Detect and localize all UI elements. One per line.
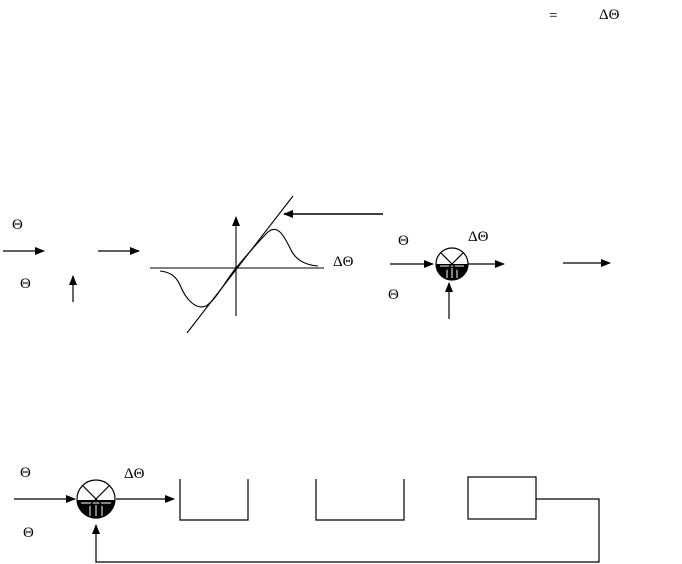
- summing-junction-c: [435, 247, 469, 281]
- panel-b-graph: [150, 195, 383, 334]
- loop-theta-top-label: Θ: [20, 465, 31, 481]
- equals-sign: =: [549, 8, 558, 24]
- panel-a-theta-bottom-label: Θ: [20, 276, 31, 292]
- loop-delta-theta-label: ΔΘ: [124, 466, 145, 482]
- nonlinear-curve: [159, 228, 319, 308]
- block-1: [179, 479, 249, 521]
- graph-axis-delta-theta-label: ΔΘ: [333, 254, 354, 270]
- panel-c-theta-bottom-label: Θ: [388, 287, 399, 303]
- loop-theta-bottom-label: Θ: [23, 525, 34, 541]
- feedback-path: [92, 498, 600, 563]
- block-2: [315, 479, 405, 521]
- panel-c-theta-top-label: Θ: [398, 233, 409, 249]
- linear-asymptote-line: [186, 195, 294, 334]
- panel-c-delta-theta-label: ΔΘ: [468, 229, 489, 245]
- summing-junction-loop: [76, 479, 116, 519]
- panel-a-theta-top-label: Θ: [12, 217, 23, 233]
- block-3: [467, 476, 537, 520]
- panel-c: [390, 247, 611, 319]
- closed-loop: [14, 476, 600, 563]
- panel-a: [3, 247, 140, 302]
- top-delta-theta-label: ΔΘ: [599, 7, 620, 23]
